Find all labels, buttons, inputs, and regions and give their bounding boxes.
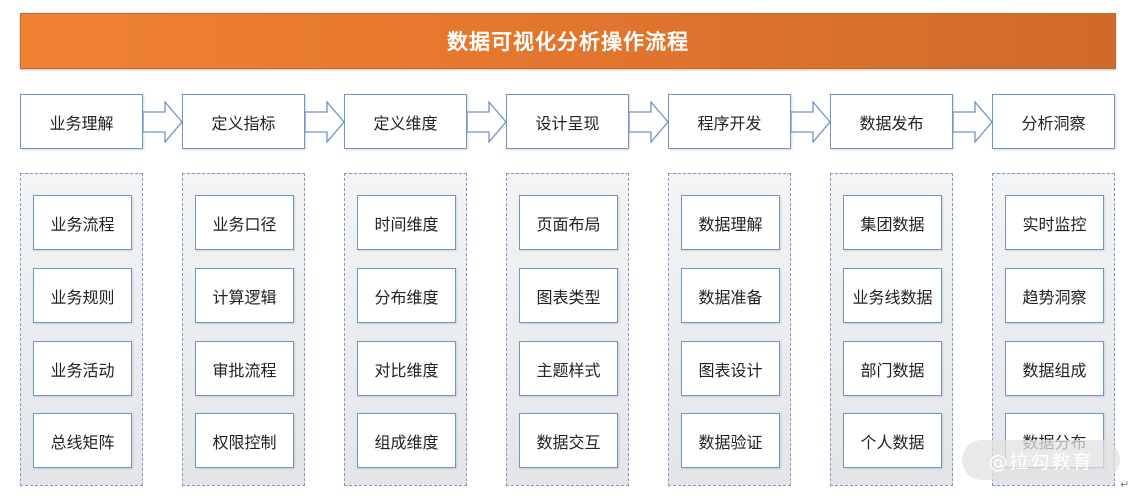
group-item: 业务流程 bbox=[33, 195, 132, 250]
group-item: 页面布局 bbox=[519, 195, 618, 250]
stage-3-group: 时间维度 分布维度 对比维度 组成维度 bbox=[344, 173, 467, 486]
group-item: 数据组成 bbox=[1005, 341, 1104, 396]
group-item: 计算逻辑 bbox=[195, 268, 294, 323]
group-item: 数据准备 bbox=[681, 268, 780, 323]
flow-arrow-3 bbox=[467, 101, 507, 143]
stage-2-box: 定义指标 bbox=[182, 94, 305, 149]
group-item: 时间维度 bbox=[357, 195, 456, 250]
stage-4-group: 页面布局 图表类型 主题样式 数据交互 bbox=[506, 173, 629, 486]
flow-arrow-4 bbox=[629, 101, 669, 143]
stage-6-box: 数据发布 bbox=[830, 94, 953, 149]
group-item: 对比维度 bbox=[357, 341, 456, 396]
stage-5-box: 程序开发 bbox=[668, 94, 791, 149]
group-item: 部门数据 bbox=[843, 341, 942, 396]
group-item: 集团数据 bbox=[843, 195, 942, 250]
return-mark: ↵ bbox=[1120, 478, 1130, 491]
group-item: 数据交互 bbox=[519, 413, 618, 468]
stage-5-group: 数据理解 数据准备 图表设计 数据验证 bbox=[668, 173, 791, 486]
stage-1-group: 业务流程 业务规则 业务活动 总线矩阵 bbox=[20, 173, 143, 486]
group-item: 数据验证 bbox=[681, 413, 780, 468]
group-item: 业务规则 bbox=[33, 268, 132, 323]
group-item: 个人数据 bbox=[843, 413, 942, 468]
group-item: 审批流程 bbox=[195, 341, 294, 396]
group-item: 业务活动 bbox=[33, 341, 132, 396]
group-item: 业务口径 bbox=[195, 195, 294, 250]
group-item: 总线矩阵 bbox=[33, 413, 132, 468]
group-item: 主题样式 bbox=[519, 341, 618, 396]
flow-arrow-5 bbox=[791, 101, 831, 143]
stage-7-box: 分析洞察 bbox=[992, 94, 1115, 149]
title-banner: 数据可视化分析操作流程 bbox=[20, 13, 1116, 69]
stage-1-box: 业务理解 bbox=[20, 94, 143, 149]
stage-3-box: 定义维度 bbox=[344, 94, 467, 149]
group-item: 图表设计 bbox=[681, 341, 780, 396]
group-item: 图表类型 bbox=[519, 268, 618, 323]
flow-arrow-6 bbox=[953, 101, 993, 143]
watermark-badge: @拉勾教育 bbox=[962, 440, 1120, 480]
group-item: 业务线数据 bbox=[843, 268, 942, 323]
group-item: 趋势洞察 bbox=[1005, 268, 1104, 323]
stage-2-group: 业务口径 计算逻辑 审批流程 权限控制 bbox=[182, 173, 305, 486]
group-item: 权限控制 bbox=[195, 413, 294, 468]
group-item: 组成维度 bbox=[357, 413, 456, 468]
flow-arrow-2 bbox=[305, 101, 345, 143]
group-item: 数据理解 bbox=[681, 195, 780, 250]
group-item: 分布维度 bbox=[357, 268, 456, 323]
flow-arrow-1 bbox=[143, 101, 183, 143]
group-item: 实时监控 bbox=[1005, 195, 1104, 250]
stage-6-group: 集团数据 业务线数据 部门数据 个人数据 bbox=[830, 173, 953, 486]
stage-4-box: 设计呈现 bbox=[506, 94, 629, 149]
diagram-title: 数据可视化分析操作流程 bbox=[447, 30, 689, 54]
